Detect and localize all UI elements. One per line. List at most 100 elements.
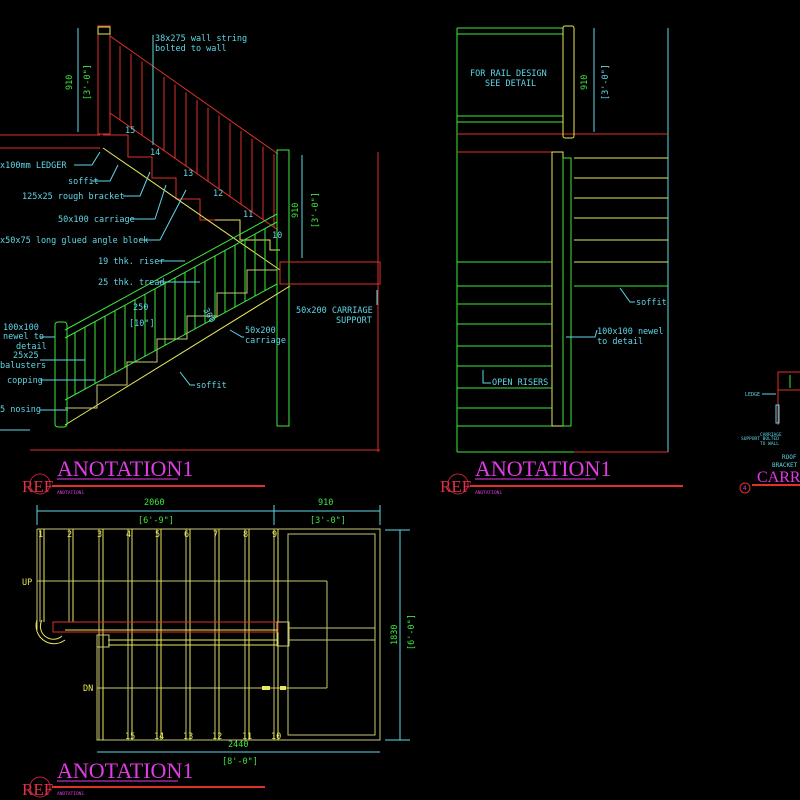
stair-section-elevation: 910 [3'-0"] 910 [3'-0"] 15 14 13 12 11 1… [0, 25, 381, 496]
step-number: 6 [184, 530, 189, 540]
label-riser-height: 300 [200, 307, 216, 325]
step-number: 1 [38, 530, 43, 540]
dim-910: 910 [318, 498, 333, 508]
ref-circle [29, 473, 51, 495]
step-number: 13 [183, 732, 193, 742]
detail-number: 4 [743, 485, 747, 492]
upper-treads [574, 157, 668, 263]
label-balusters: balusters [0, 361, 46, 371]
step-number: 3 [97, 530, 102, 540]
label-ledger: x100mm LEDGER [0, 161, 67, 171]
label-newel: newel to [3, 332, 44, 342]
dim-910: 910 [580, 75, 590, 90]
carriage-detail-partial: LEDGE CARRIAGE SUPPORT BOLTED TO WALL RO… [739, 371, 800, 494]
lower-string [64, 283, 278, 401]
label-soffit: soffit [196, 381, 227, 391]
lower-handrail-lower [64, 221, 278, 339]
label-angle-block: x50x75 long glued angle block [0, 236, 148, 246]
plan-treads [39, 529, 279, 740]
dim-2060: 2060 [144, 498, 164, 508]
lower-steps [65, 269, 277, 409]
dim-3ft: [3'-0"] [83, 64, 93, 100]
label-support: SUPPORT BOLTED [741, 436, 779, 442]
view-title: CARRI [757, 469, 800, 486]
step-number: 11 [243, 210, 253, 220]
step-number: 13 [183, 169, 193, 179]
label-rough-bracket: 125x25 rough bracket [22, 192, 124, 202]
label-support: CARRIAGE [760, 432, 782, 438]
dim-910: 910 [291, 203, 301, 218]
label-carriage-50x200: 50x200 [245, 326, 276, 336]
dim-3ft: [3'-0"] [311, 192, 321, 228]
step-number: 10 [272, 231, 282, 241]
label-balusters: 25x25 [13, 351, 39, 361]
step-number: 12 [212, 732, 222, 742]
view-subtitle: ANOTATION1 [475, 490, 502, 496]
label-newel: 100x100 newel [597, 327, 664, 337]
label-newel: detail [16, 342, 47, 352]
step-number: 14 [154, 732, 164, 742]
note-rail-design: SEE DETAIL [485, 79, 536, 89]
newel-cap [97, 26, 111, 35]
step-number: 2 [67, 530, 72, 540]
ref-circle [29, 776, 51, 798]
label-newel: 100x100 [3, 323, 39, 333]
upper-string [109, 112, 279, 231]
view-title: ANOTATION1 [57, 456, 193, 481]
upper-balusters [119, 46, 275, 228]
lower-handrail [64, 213, 278, 331]
view-subtitle: ANOTATION1 [57, 791, 84, 797]
label-bracket: BRACKET [772, 462, 798, 469]
ref-circle [447, 473, 469, 495]
upper-soffit [102, 147, 281, 271]
step-number: 12 [213, 189, 223, 199]
lower-treads [457, 261, 552, 427]
step-number: 4 [126, 530, 131, 540]
label-going: 250 [133, 303, 148, 313]
bottom-newel [54, 321, 68, 428]
label-going-imperial: [10"] [129, 319, 155, 329]
step-number: 5 [155, 530, 160, 540]
upper-handrail [109, 35, 279, 155]
label-carriage-support: 50x200 CARRIAGE [296, 306, 373, 316]
lower-balusters [74, 228, 266, 395]
note-rail-design: FOR RAIL DESIGN [470, 69, 547, 79]
annotations: 38x275 wall string bolted to wall x100mm… [0, 34, 378, 431]
dim-6ft: [6'-0"] [407, 614, 417, 650]
ref-label: REF [22, 780, 53, 799]
step-number: 15 [125, 126, 135, 136]
label-copping: copping [7, 376, 43, 386]
label-support: TO WALL [760, 441, 779, 447]
label-open-risers: OPEN RISERS [492, 378, 548, 388]
lower-soffit [64, 285, 291, 426]
dim-1830: 1830 [390, 625, 400, 645]
upper-steps [103, 134, 224, 221]
dim-8ft: [8'-0"] [222, 757, 258, 767]
dim-3ft: [3'-0"] [601, 64, 611, 100]
label-carriage: 50x100 carriage [58, 215, 135, 225]
step-number: 10 [271, 732, 281, 742]
step-number: 9 [272, 530, 277, 540]
label-up: UP [22, 578, 32, 588]
label-newel: to detail [597, 337, 643, 347]
view-title: ANOTATION1 [57, 758, 193, 783]
top-newel [97, 25, 111, 135]
step-number: 8 [243, 530, 248, 540]
stair-front-elevation: 910 [3'-0"] FOR RAIL DESIGN SEE DETAIL s… [440, 25, 683, 496]
newel-post [551, 151, 564, 427]
handrail-volute [35, 619, 66, 645]
label-riser: 19 thk. riser [98, 257, 165, 267]
label-ledge: LEDGE [745, 392, 760, 398]
ref-label: REF [22, 477, 53, 496]
view-title: ANOTATION1 [475, 456, 611, 481]
newel-post [562, 25, 575, 139]
label-carriage-support: SUPPORT [336, 316, 372, 326]
label-tread: 25 thk. tread [98, 278, 165, 288]
landing-beam [279, 261, 381, 285]
dim-910: 910 [65, 75, 75, 90]
label-nosing: 5 nosing [0, 405, 41, 415]
step-number: 11 [242, 732, 252, 742]
view-subtitle: ANOTATION1 [57, 490, 84, 496]
step-number: 15 [125, 732, 135, 742]
